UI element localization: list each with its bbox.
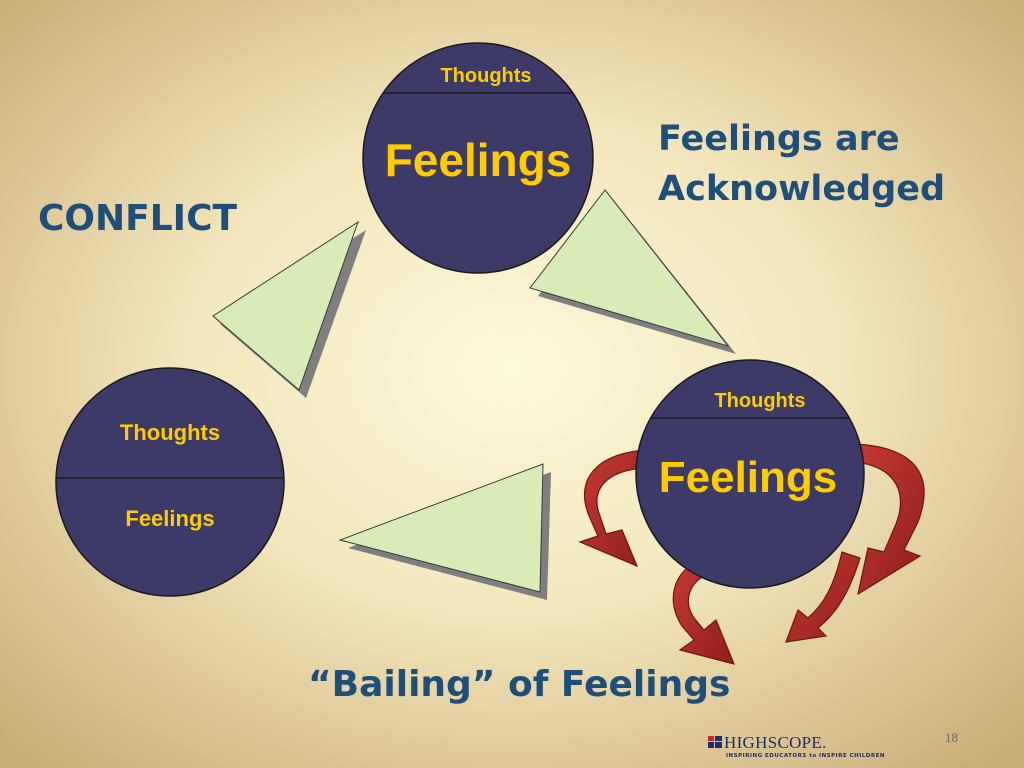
logo-tagline: INSPIRING EDUCATORS to INSPIRE CHILDREN	[726, 753, 885, 759]
circle-right-feelings: Feelings	[659, 453, 838, 502]
triangle-bottom	[338, 463, 551, 600]
bailing-arrows	[578, 443, 925, 665]
arrow-right-curve-icon	[851, 443, 925, 596]
bailing-of-feelings-label: “Bailing” of Feelings	[308, 664, 731, 705]
conflict-label: CONFLICT	[38, 198, 238, 239]
highscope-mark-icon	[708, 736, 722, 748]
circle-left: Thoughts Feelings	[55, 367, 285, 597]
arrow-left-curve-icon	[578, 449, 651, 568]
feelings-acknowledged-line1: Feelings are	[658, 119, 900, 159]
circle-left-thoughts: Thoughts	[120, 420, 220, 445]
feelings-acknowledged-line2: Acknowledged	[658, 169, 946, 209]
circle-right-thoughts: Thoughts	[714, 390, 805, 412]
triangle-right-upper	[529, 189, 736, 354]
arrow-bottom-right-icon	[785, 551, 861, 643]
circle-top-thoughts: Thoughts	[440, 65, 531, 87]
circle-top-feelings: Feelings	[385, 134, 572, 186]
circle-right: Thoughts Feelings	[635, 359, 865, 589]
arrow-bottom-left-icon	[672, 559, 736, 665]
logo-text: HIGHSCOPE.	[724, 733, 827, 752]
triangle-left-upper	[212, 220, 366, 398]
circle-left-feelings: Feelings	[125, 506, 214, 531]
highscope-logo: HIGHSCOPE. INSPIRING EDUCATORS to INSPIR…	[708, 733, 888, 764]
circle-top: Thoughts Feelings	[362, 42, 594, 274]
slide-number: 18	[945, 730, 958, 745]
feelings-acknowledged-label: Feelings are Acknowledged	[658, 114, 945, 214]
